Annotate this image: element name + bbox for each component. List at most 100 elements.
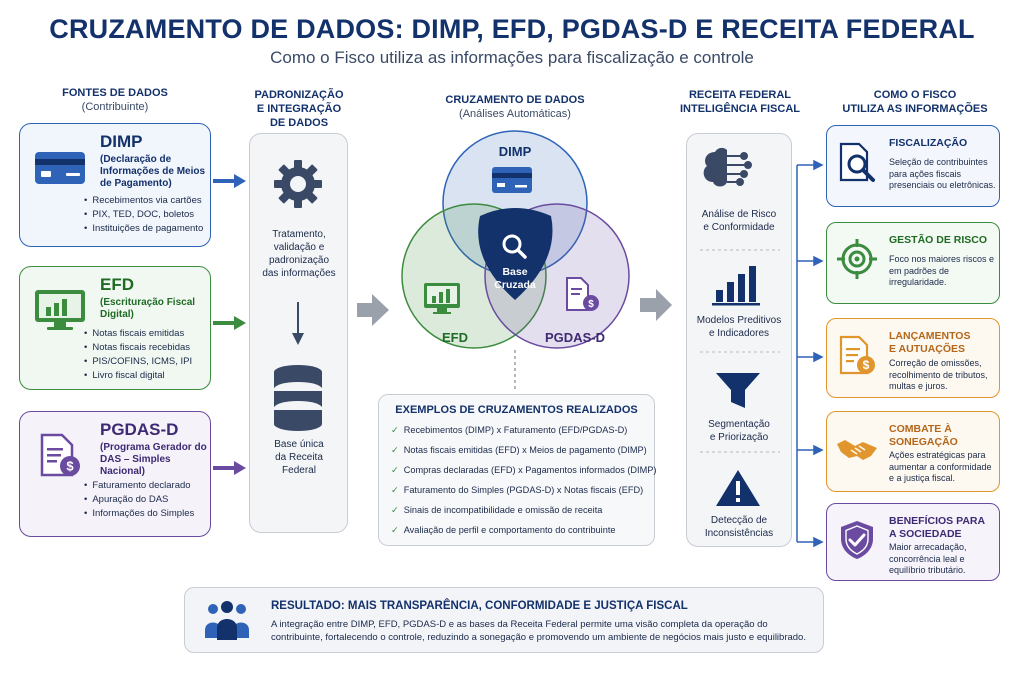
col-head-uses-l1: COMO O FISCO <box>873 89 957 101</box>
standard-base-l1: Base única <box>274 439 324 450</box>
use-title-l2: SONEGAÇÃO <box>889 436 958 448</box>
arrow-dimp-to-standard <box>213 174 246 188</box>
rf-det-text: Detecção de Inconsistências <box>688 514 790 540</box>
col-head-rf: RECEITA FEDERAL INTELIGÊNCIA FISCAL <box>670 88 810 116</box>
source-card-efd: EFD (Escrituração Fiscal Digital) Notas … <box>19 266 211 390</box>
venn-label-pgdas: PGDAS-D <box>545 330 605 345</box>
use-title: GESTÃO DE RISCO <box>889 234 988 246</box>
list-item: Apuração do DAS <box>84 493 194 507</box>
standard-base-l3: Federal <box>282 465 316 476</box>
standard-base-l2: da Receita <box>275 452 323 463</box>
arrow-down <box>292 302 304 345</box>
use-card-fiscalizacao: FISCALIZAÇÃO Seleção de contribuintes pa… <box>826 125 1000 207</box>
target-icon <box>837 239 877 279</box>
page-title: CRUZAMENTO DE DADOS: DIMP, EFD, PGDAS-D … <box>49 14 975 44</box>
list-item: ✓Sinais de incompatibilidade e omissão d… <box>391 505 602 516</box>
examples-title: EXEMPLOS DE CRUZAMENTOS REALIZADOS <box>395 404 638 416</box>
page-subtitle: Como o Fisco utiliza as informações para… <box>270 48 754 67</box>
arrow-efd-to-standard <box>213 316 246 330</box>
list-item: Instituições de pagamento <box>84 222 203 236</box>
arrow-pgdas-to-standard <box>213 461 246 475</box>
use-body: Foco nos maiores riscos e em padrões de … <box>889 254 995 287</box>
use-card-lancamentos: $ LANÇAMENTOS E AUTUAÇÕES Correção de om… <box>826 318 1000 398</box>
venn-center <box>478 208 553 300</box>
examples-panel: EXEMPLOS DE CRUZAMENTOS REALIZADOS ✓ Rece… <box>378 394 656 546</box>
use-title: COMBATE À SONEGAÇÃO <box>889 423 958 449</box>
document-money-icon: $ <box>839 335 875 375</box>
use-title: FISCALIZAÇÃO <box>889 137 968 149</box>
example-text: Compras declaradas (EFD) x Pagamentos in… <box>403 465 657 475</box>
brain-circuit-icon <box>703 147 752 187</box>
people-group-icon <box>205 601 249 640</box>
use-card-gestao-risco: GESTÃO DE RISCO Foco nos maiores riscos … <box>826 222 1000 304</box>
example-text: Sinais de incompatibilidade e omissão de… <box>403 505 603 515</box>
rf-seg-text: Segmentação e Priorização <box>688 418 790 444</box>
list-item: Faturamento declarado <box>84 479 194 493</box>
list-item: ✓Faturamento do Simples (PGDAS-D) x Nota… <box>391 485 643 496</box>
example-text: Recebimentos (DIMP) x Faturamento (EFD/P… <box>403 425 628 435</box>
col-head-rf-l2: INTELIGÊNCIA FISCAL <box>680 103 800 115</box>
source-desc-pgdas: (Programa Gerador do DAS – Simples Nacio… <box>100 442 207 477</box>
list-item: Livro fiscal digital <box>84 369 192 383</box>
svg-text:$: $ <box>863 358 870 372</box>
rf-det-l2: Inconsistências <box>704 528 774 539</box>
svg-text:$: $ <box>66 459 74 474</box>
result-body: A integração entre DIMP, EFD, PGDAS-D e … <box>271 619 806 643</box>
use-title: BENEFÍCIOS PARA A SOCIEDADE <box>889 515 985 541</box>
list-item: ✓ Recebimentos (DIMP) x Faturamento (EFD/… <box>391 425 627 436</box>
list-item: Informações do Simples <box>84 507 194 521</box>
rf-seg-l1: Segmentação <box>708 419 770 430</box>
standard-process-l3: padronização <box>268 255 330 266</box>
col-head-rf-l1: RECEITA FEDERAL <box>688 89 792 101</box>
source-desc-dimp: (Declaração de Informações de Meios de P… <box>100 154 206 189</box>
handshake-icon <box>837 440 877 460</box>
list-item: ✓ Compras declaradas (EFD) x Pagamentos i… <box>391 465 656 476</box>
check-icon: ✓ <box>391 465 399 475</box>
monitor-chart-icon <box>424 283 460 314</box>
venn-label-efd: EFD <box>442 330 468 345</box>
col-head-sources: FONTES DE DADOS (Contribuinte) <box>40 86 190 114</box>
source-card-pgdas: $ PGDAS-D (Programa Gerador do DAS – Sim… <box>19 411 211 537</box>
check-icon: ✓ <box>391 525 399 535</box>
svg-text:$: $ <box>588 299 594 310</box>
document-search-icon <box>839 142 875 182</box>
arrow-standard-to-cross <box>357 294 389 326</box>
example-text: Faturamento do Simples (PGDAS-D) x Notas… <box>403 485 644 495</box>
venn-label-dimp: DIMP <box>498 144 532 159</box>
list-item: Notas fiscais recebidas <box>84 341 192 355</box>
list-item: PIS/COFINS, ICMS, IPI <box>84 355 192 369</box>
use-title-l2: A SOCIEDADE <box>889 528 962 540</box>
rf-models-text: Modelos Preditivos e Indicadores <box>688 314 790 340</box>
check-icon: ✓ <box>391 425 399 435</box>
col-head-sources-title: FONTES DE DADOS <box>62 87 168 99</box>
source-list-dimp: Recebimentos via cartões PIX, TED, DOC, … <box>84 194 203 236</box>
use-title-l1: LANÇAMENTOS <box>889 330 971 342</box>
bar-chart-icon <box>712 266 760 306</box>
example-text: Notas fiscais emitidas (EFD) x Meios de … <box>403 445 647 455</box>
check-icon: ✓ <box>391 445 399 455</box>
rf-models-l1: Modelos Preditivos <box>696 315 782 326</box>
arrow-cross-to-rf <box>640 289 672 321</box>
source-name-pgdas: PGDAS-D <box>100 420 179 439</box>
gear-icon <box>274 160 322 208</box>
use-body: Ações estratégicas para aumentar a confo… <box>889 450 992 483</box>
source-name-efd: EFD <box>100 275 134 294</box>
venn-diagram: $ <box>401 130 630 392</box>
use-body: Seleção de contribuintes para ações fisc… <box>889 157 996 190</box>
rf-risk-text: Análise de Risco e Conformidade <box>688 208 790 234</box>
credit-card-icon <box>492 167 532 193</box>
rf-to-uses-connectors <box>796 159 824 548</box>
warning-icon <box>716 470 760 506</box>
shield-check-icon <box>841 521 873 559</box>
use-card-beneficios: BENEFÍCIOS PARA A SOCIEDADE Maior arreca… <box>826 503 1000 581</box>
rf-models-l2: e Indicadores <box>708 328 770 339</box>
use-body: Maior arrecadação, concorrência leal e e… <box>889 542 967 575</box>
standard-process-text: Tratamento, validação e padronização das… <box>252 228 346 280</box>
venn-center-l2: Cruzada <box>494 279 536 291</box>
standard-base-text: Base única da Receita Federal <box>252 438 346 477</box>
standard-process-l2: validação e <box>273 242 325 253</box>
source-desc-efd: (Escrituração Fiscal Digital) <box>100 297 196 320</box>
standard-process-l1: Tratamento, <box>272 229 326 240</box>
list-item: PIX, TED, DOC, boletos <box>84 208 203 222</box>
search-icon <box>502 234 527 259</box>
